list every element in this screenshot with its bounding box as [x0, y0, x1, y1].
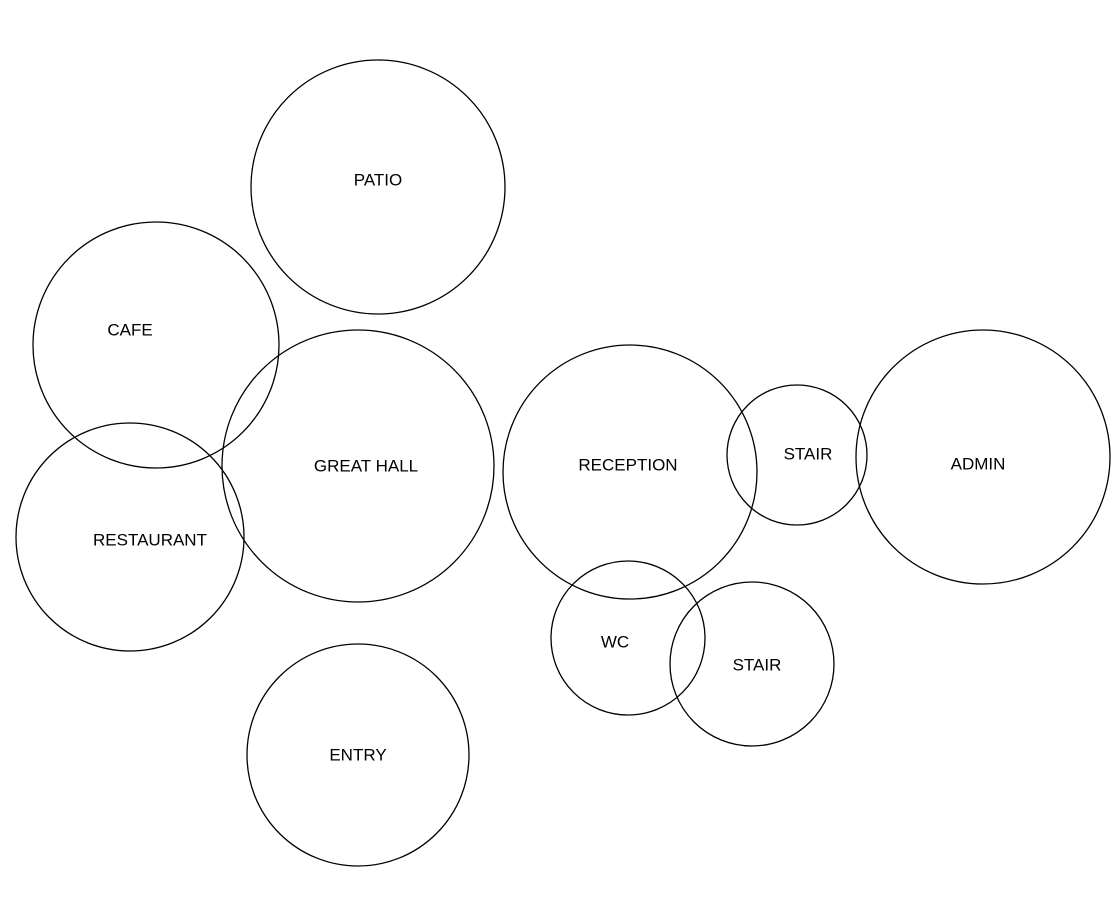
room-reception-circle — [502, 344, 758, 600]
room-patio-label: PATIO — [354, 170, 403, 189]
room-cafe-label: CAFE — [107, 320, 152, 339]
room-cafe-circle — [32, 221, 280, 469]
room-wc: WC — [550, 560, 706, 716]
room-stair-lower-circle — [669, 581, 835, 747]
room-patio-circle — [250, 59, 506, 315]
room-entry-label: ENTRY — [329, 745, 386, 764]
room-restaurant-label: RESTAURANT — [93, 530, 207, 549]
room-admin-label: ADMIN — [951, 454, 1006, 473]
room-great-hall: GREAT HALL — [221, 329, 495, 603]
room-stair-lower: STAIR — [669, 581, 835, 747]
room-admin-circle — [855, 329, 1111, 585]
room-wc-label: WC — [601, 632, 629, 651]
room-patio: PATIO — [250, 59, 506, 315]
room-entry: ENTRY — [246, 643, 470, 867]
room-cafe: CAFE — [32, 221, 280, 469]
room-stair-upper-label: STAIR — [784, 444, 833, 463]
room-stair-lower-label: STAIR — [733, 655, 782, 674]
room-reception-label: RECEPTION — [578, 455, 677, 474]
room-admin: ADMIN — [855, 329, 1111, 585]
room-great-hall-circle — [221, 329, 495, 603]
room-reception: RECEPTION — [502, 344, 758, 600]
room-restaurant: RESTAURANT — [15, 422, 245, 652]
room-restaurant-circle — [15, 422, 245, 652]
room-stair-upper: STAIR — [726, 384, 868, 526]
room-wc-circle — [550, 560, 706, 716]
room-entry-circle — [246, 643, 470, 867]
room-stair-upper-circle — [726, 384, 868, 526]
room-great-hall-label: GREAT HALL — [314, 456, 418, 475]
